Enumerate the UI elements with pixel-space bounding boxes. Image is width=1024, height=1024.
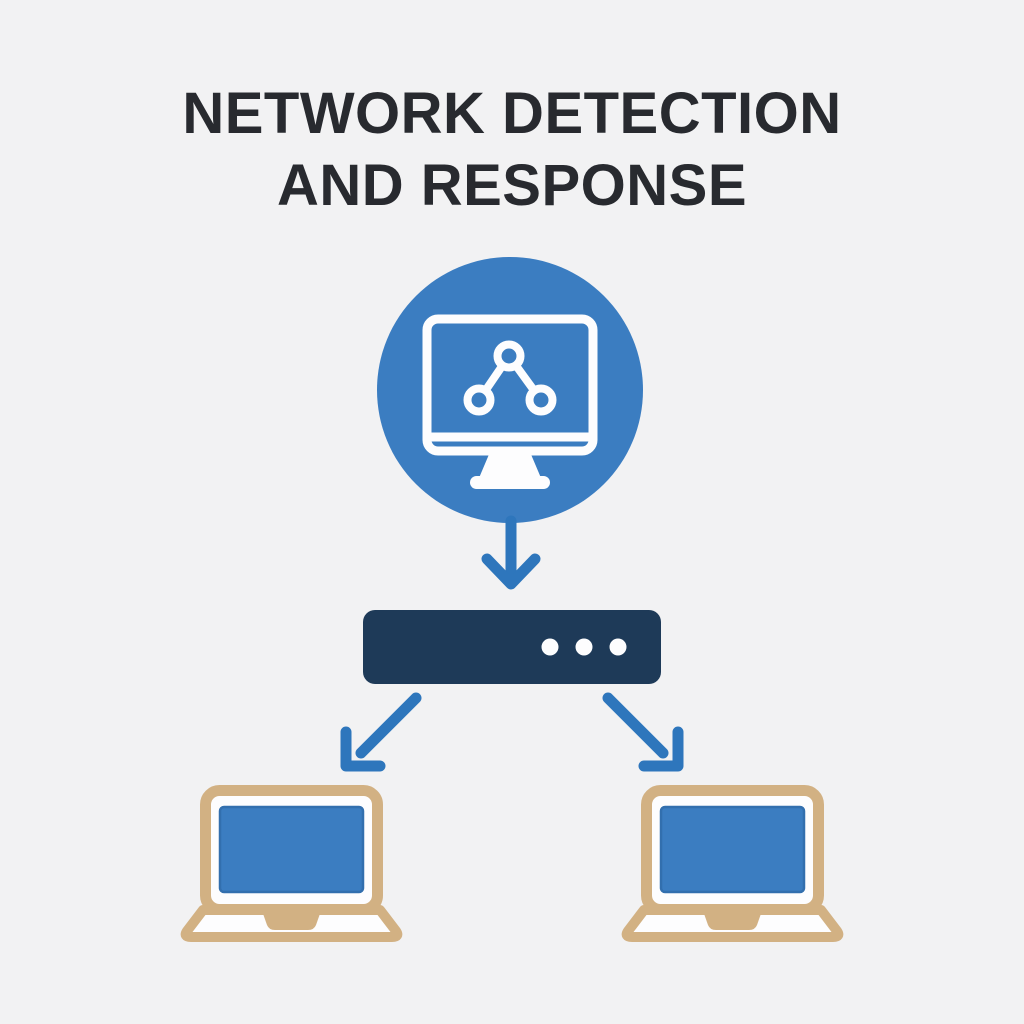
page-title-line-2: AND RESPONSE [276,153,748,218]
arrow-left-shaft [355,692,422,759]
status-dot [541,638,559,656]
status-dot [609,638,627,656]
network-appliance [363,610,661,684]
monitoring-console-badge [377,257,643,523]
monitor-icon [422,314,598,489]
arrow-right-icon [602,692,684,772]
network-nodes-icon [463,340,557,416]
monitor-stand [479,452,541,478]
appliance-body [363,610,661,684]
arrow-right-shaft [602,692,669,759]
node-bottom-right [525,384,557,416]
down-arrow-head [481,553,541,590]
monitor-base [470,476,550,489]
laptop-right-icon [627,791,839,938]
node-bottom-left [463,384,495,416]
laptop-left-icon [186,791,398,938]
down-arrow-icon [481,515,541,590]
status-dot [575,638,593,656]
monitor-frame [422,314,598,456]
arrow-right-head [638,726,684,772]
page-title: NETWORK DETECTION AND RESPONSE [0,78,1024,222]
arrow-left-head [340,726,386,772]
node-top [493,340,525,372]
page-title-line-1: NETWORK DETECTION [182,81,842,146]
arrow-left-icon [340,692,422,772]
